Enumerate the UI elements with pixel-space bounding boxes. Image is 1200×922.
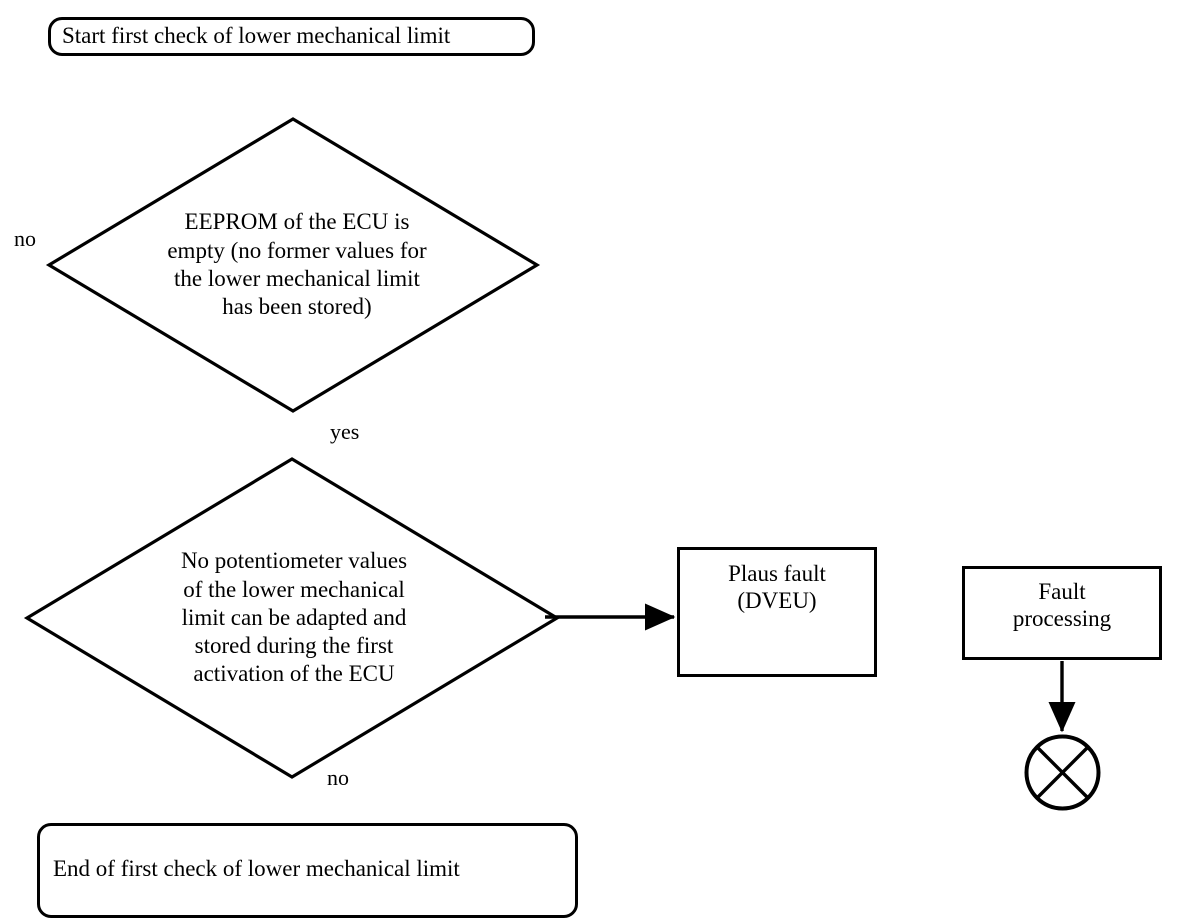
start-terminator-node[interactable]: Start first check of lower mechanical li… [48, 17, 535, 56]
plaus-fault-line-2: (DVEU) [737, 588, 817, 614]
process-node-plaus-fault[interactable]: Plaus fault (DVEU) [677, 547, 877, 677]
fault-processing-label: Fault processing [1013, 569, 1111, 632]
decision-eeprom-shape [45, 117, 541, 413]
decision-potentiometer-shape [23, 457, 561, 779]
fault-processing-line-1: Fault [1038, 579, 1086, 604]
end-terminator-label: End of first check of lower mechanical l… [53, 856, 460, 881]
circle-cross-icon [1024, 734, 1101, 811]
plaus-fault-line-1: Plaus fault [728, 561, 826, 586]
edge-label-eeprom-yes: yes [330, 419, 360, 444]
decision-node-eeprom[interactable]: EEPROM of the ECU is empty (no former va… [45, 117, 541, 413]
end-terminator-node[interactable]: End of first check of lower mechanical l… [37, 823, 578, 918]
process-node-fault-processing[interactable]: Fault processing [962, 566, 1162, 660]
plaus-fault-label: Plaus fault (DVEU) [728, 550, 826, 614]
decision-node-potentiometer[interactable]: No potentiometer values of the lower mec… [23, 457, 561, 779]
stop-terminator-node[interactable] [1024, 734, 1101, 811]
start-terminator-label: Start first check of lower mechanical li… [62, 23, 451, 49]
edge-label-potentiometer-no: no [327, 765, 349, 790]
edge-label-eeprom-no: no [14, 226, 36, 251]
fault-processing-line-2: processing [1012, 606, 1112, 632]
